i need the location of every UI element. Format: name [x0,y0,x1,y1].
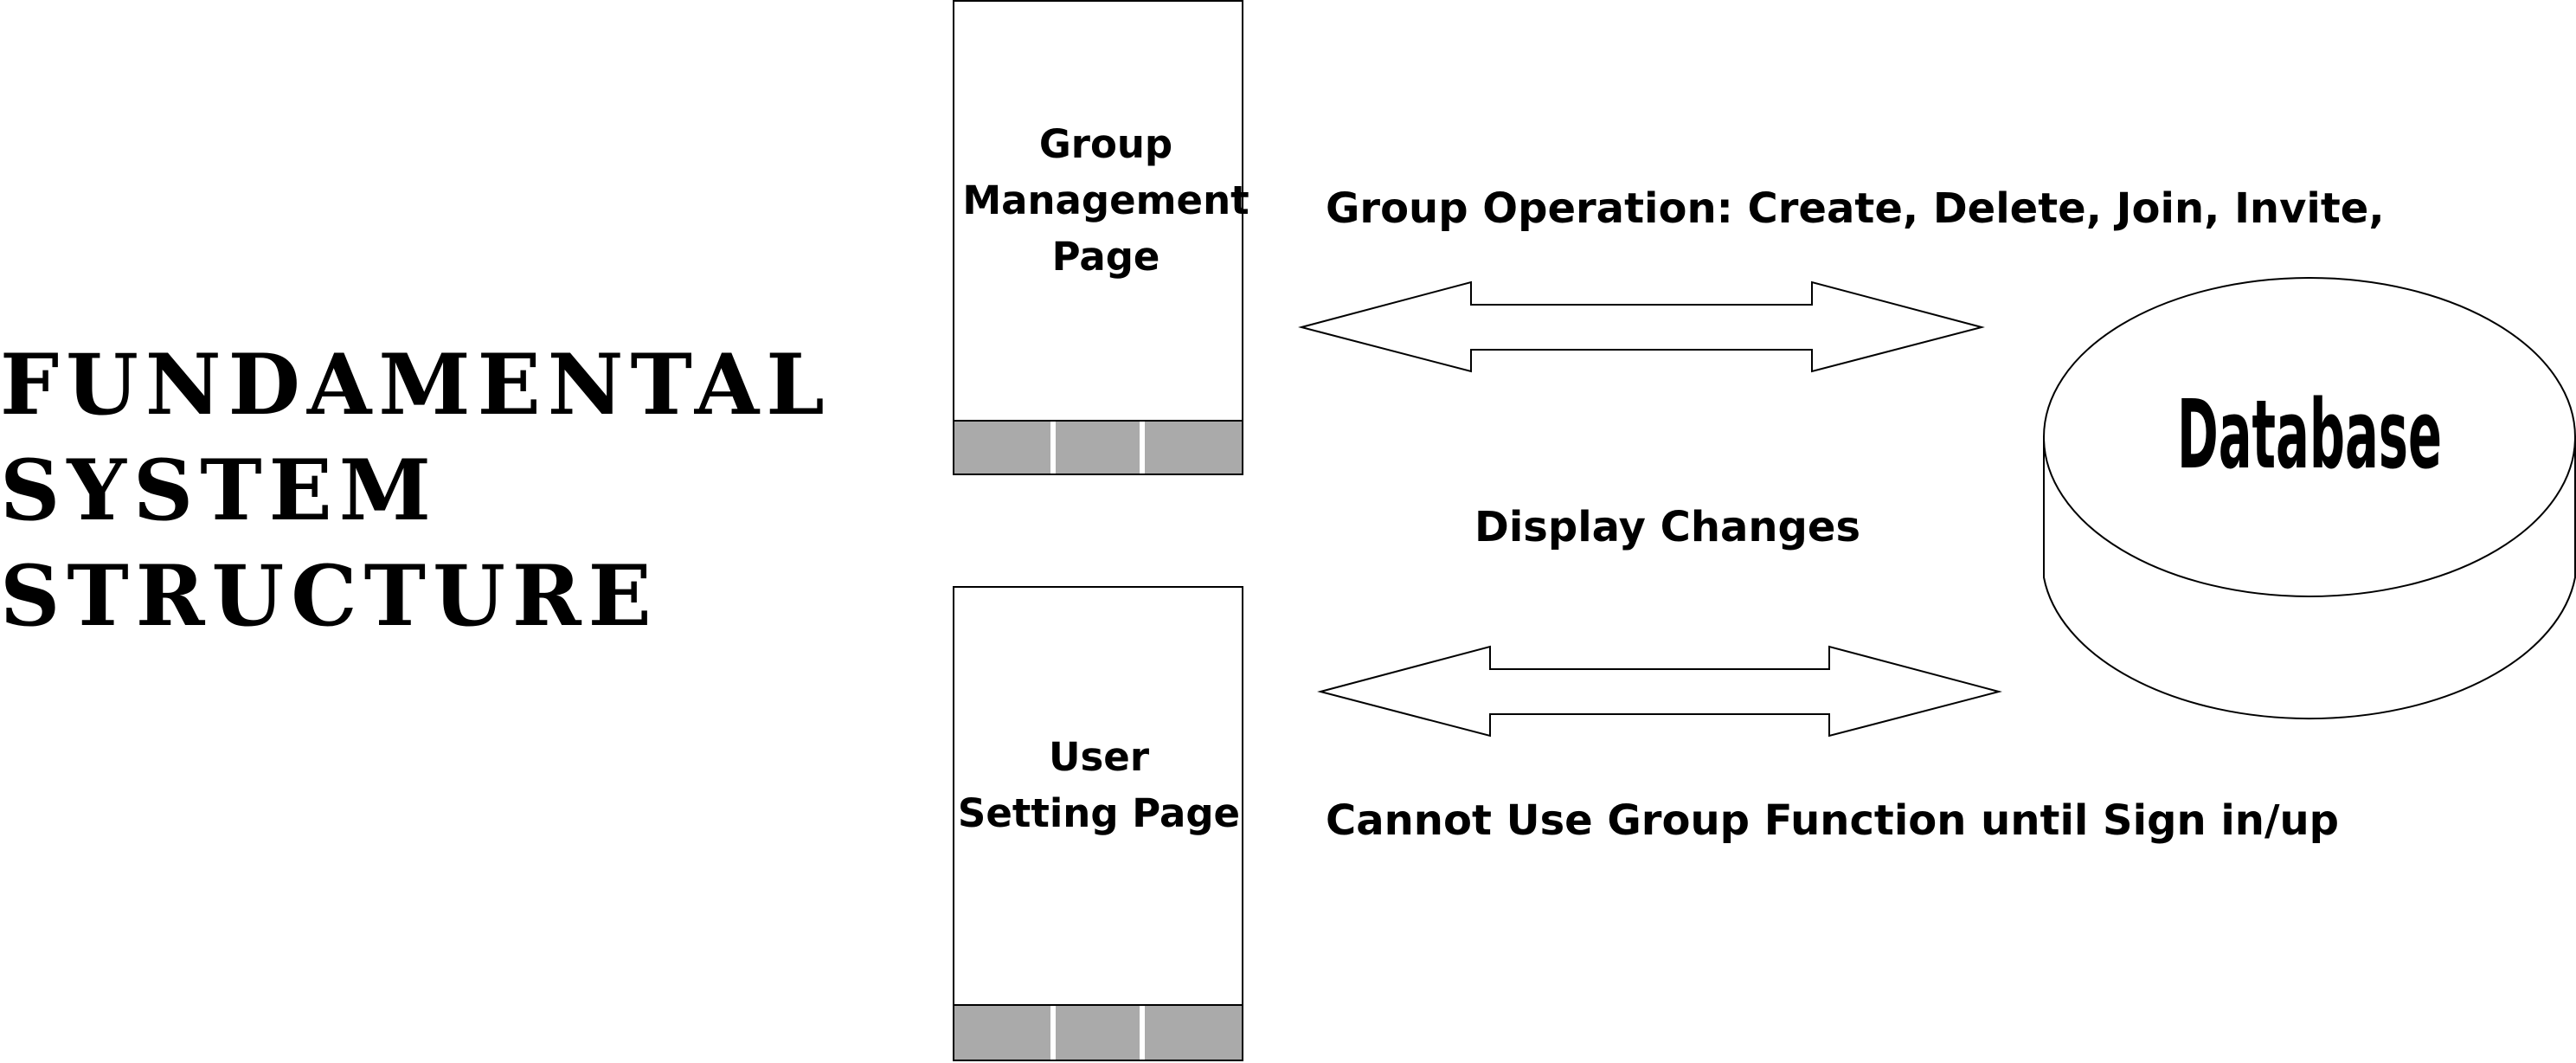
database-label: Database [2177,379,2442,490]
display-changes-note: Display Changes [1474,503,1860,551]
group-management-label-line-1: Group [1039,121,1172,167]
double-arrow-bottom [1317,645,2002,738]
database-cylinder: Database [2043,277,2576,720]
sign-in-notice: Cannot Use Group Function until Sign in/… [1326,796,2339,845]
group-operation-note: Group Operation: Create, Delete, Join, I… [1326,184,2385,233]
double-arrow-top [1298,280,1985,373]
title-line-2: SYSTEM [0,441,438,539]
page-footer-bar [953,1004,1243,1061]
user-setting-page-box: User Setting Page [953,586,1243,1061]
group-management-page-box: Group Management Page [953,0,1249,475]
page-box-frame [953,0,1243,475]
database-top [2043,277,2576,597]
title-line-3: STRUCTURE [0,547,658,645]
user-setting-label-line-1: User [1049,734,1150,780]
page-box-frame [953,586,1243,1061]
diagram-title: FUNDAMENTAL SYSTEM STRUCTURE [0,336,832,645]
group-management-label-line-3: Page [1052,234,1160,280]
title-line-1: FUNDAMENTAL [0,336,832,434]
page-footer-bar [953,420,1243,475]
user-setting-label-line-2: Setting Page [958,790,1240,836]
group-management-label-line-2: Management [962,177,1249,223]
